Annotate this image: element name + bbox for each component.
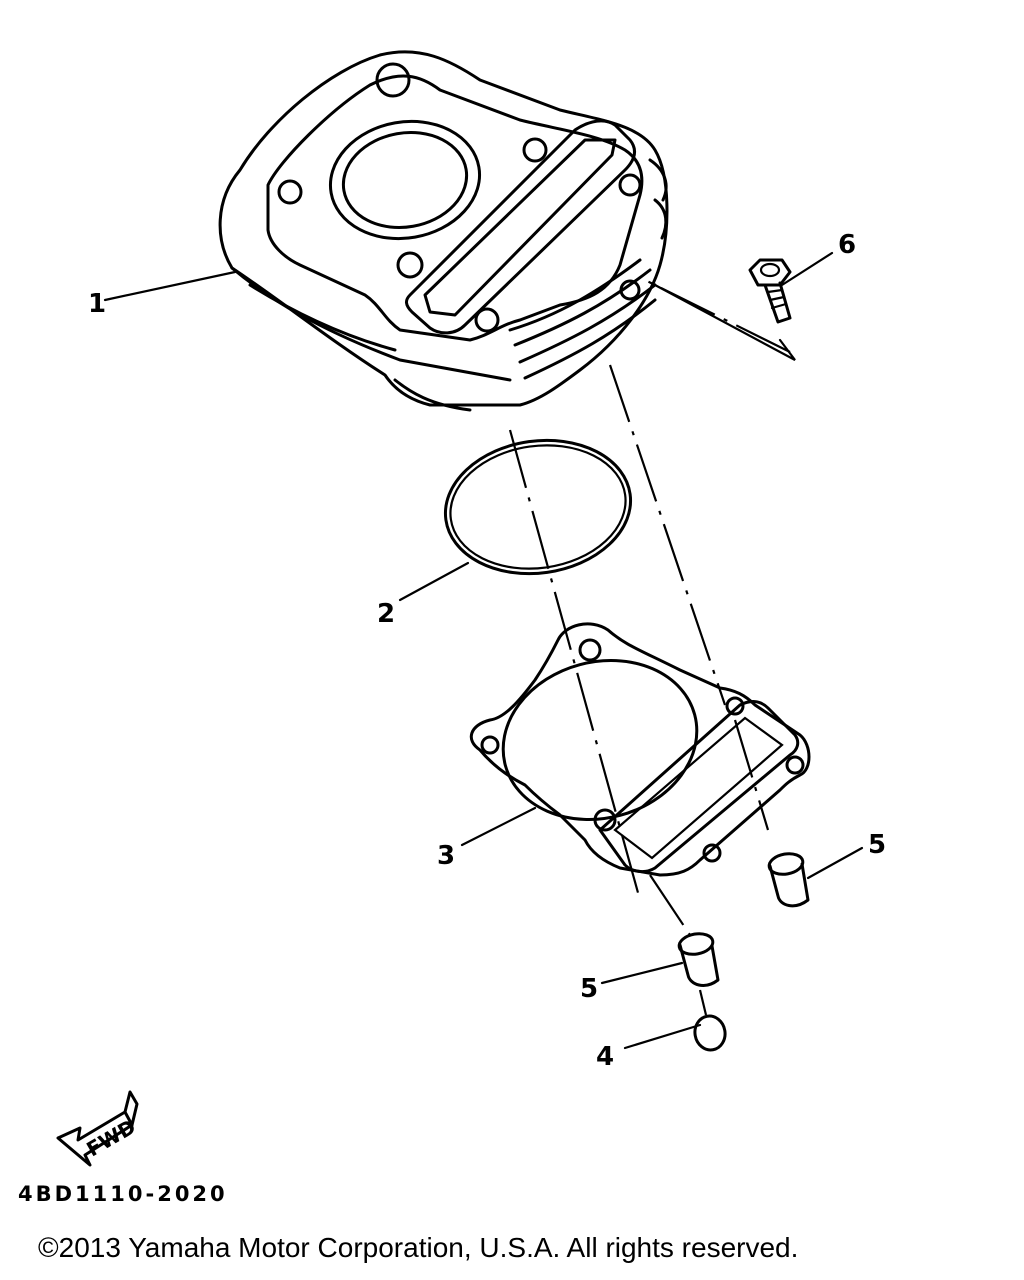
cylinder-gasket-part — [469, 622, 811, 877]
copyright-notice: ©2013 Yamaha Motor Corporation, U.S.A. A… — [38, 1232, 799, 1263]
callout-labels: 1 2 3 4 5 5 6 — [88, 230, 886, 1072]
diagram-part-code: 4BD1110-2020 — [18, 1182, 228, 1206]
bolt-part — [748, 258, 792, 324]
callout-5-lower: 5 — [580, 974, 598, 1004]
leader-lines — [103, 251, 864, 1050]
callout-6: 6 — [838, 230, 856, 260]
callout-4: 4 — [596, 1042, 614, 1072]
fwd-arrow-icon: FWD — [56, 1090, 140, 1167]
cylinder-part — [218, 50, 669, 412]
plug-part — [693, 1014, 727, 1052]
dowel-pin-lower — [677, 932, 720, 987]
callout-3: 3 — [437, 841, 455, 871]
o-ring-part — [443, 438, 633, 576]
dowel-pin-upper — [767, 852, 810, 908]
callout-5-upper: 5 — [868, 830, 886, 860]
callout-2: 2 — [377, 599, 395, 629]
callout-1: 1 — [88, 289, 106, 319]
